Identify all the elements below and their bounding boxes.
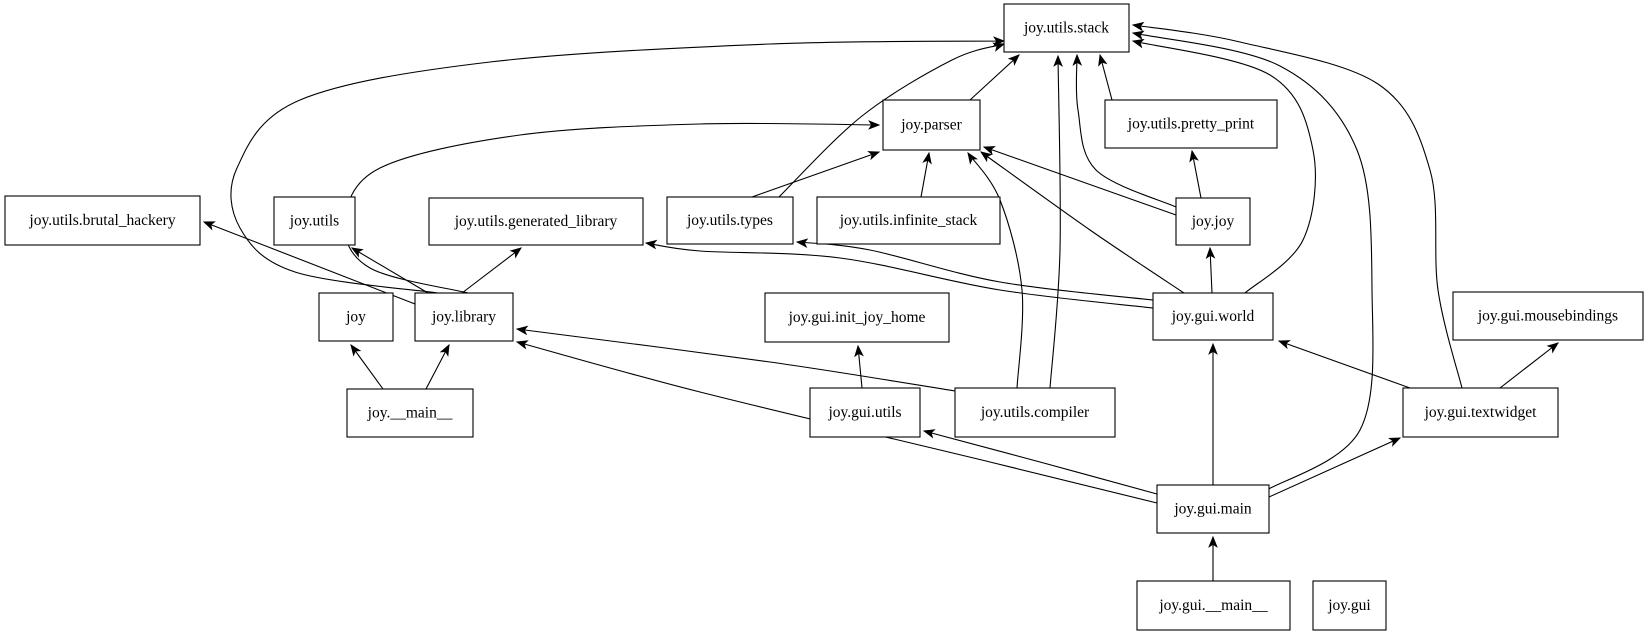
edge-joy-library-to-joy-utils <box>350 247 429 294</box>
edge-joy-utils-infinite-stack-to-joy-parser <box>920 151 932 198</box>
node-box-joy-utils-types <box>666 196 794 245</box>
edge-joy-gui-utils-to-joy-gui-init-joy-home <box>854 344 864 389</box>
node-label-joy-utils: joy.utils <box>289 213 339 230</box>
node-label-joy-utils-compiler: joy.utils.compiler <box>980 404 1090 421</box>
edge-joy-gui-textwidget-to-joy-gui-world <box>1277 340 1411 389</box>
edge-joy-gui-main-to-joy-gui-textwidget <box>1268 437 1402 498</box>
node-label-joy-main: joy.__main__ <box>367 405 453 422</box>
node-label-joy-gui-textwidget: joy.gui.textwidget <box>1424 404 1537 421</box>
node-box-joy-library <box>414 292 514 342</box>
node-box-joy-gui-textwidget <box>1402 387 1559 438</box>
node-box-joy-utils-infinite-stack <box>816 196 1001 245</box>
node-label-joy-parser: joy.parser <box>900 117 962 134</box>
node-box-joy-gui-main <box>1136 580 1291 631</box>
edge-joy-gui-main-to-joy-gui-utils <box>922 429 1158 495</box>
edge-joy-parser-to-joy-utils-stack <box>969 54 1020 101</box>
edge-joy-gui-main-to-joy-utils-stack <box>1131 30 1374 491</box>
node-label-joy-utils-pretty-print: joy.utils.pretty_print <box>1127 116 1255 133</box>
node-box-joy-gui-mousebindings <box>1452 291 1644 341</box>
edge-joy-utils-compiler-to-joy-utils-stack <box>1049 54 1063 389</box>
edge-joy-gui-world-to-joy-utils-types <box>795 238 1154 301</box>
node-box-joy <box>318 292 394 342</box>
node-joy-gui-init-joy-home: joy.gui.init_joy_home <box>764 292 950 343</box>
node-label-joy-utils-stack: joy.utils.stack <box>1023 20 1109 37</box>
node-label-joy-utils-brutal-hackery: joy.utils.brutal_hackery <box>28 212 175 229</box>
node-joy-gui-utils: joy.gui.utils <box>809 387 921 438</box>
edge-joy-joy-to-joy-utils-stack <box>1072 53 1177 208</box>
node-label-joy-library: joy.library <box>431 309 496 326</box>
node-label-joy: joy <box>345 309 366 326</box>
node-label-joy-joy: joy.joy <box>1191 213 1235 230</box>
edge-joy-gui-world-to-joy-joy <box>1205 246 1216 294</box>
node-box-joy-gui <box>1312 580 1387 631</box>
node-joy-main: joy.__main__ <box>346 388 474 438</box>
node-joy-gui-main: joy.gui.__main__ <box>1136 580 1291 631</box>
edge-joy-gui-world-to-joy-parser <box>980 151 1185 294</box>
node-label-joy-gui-utils: joy.gui.utils <box>827 404 901 421</box>
node-joy-gui: joy.gui <box>1312 580 1387 631</box>
node-box-joy-utils-pretty-print <box>1104 99 1278 149</box>
node-joy-gui-mousebindings: joy.gui.mousebindings <box>1452 291 1644 341</box>
edge-joy-gui-world-to-joy-utils-stack <box>1131 38 1316 294</box>
edge-joy-library-to-joy-utils-stack <box>230 36 1006 294</box>
edge-joy-gui-world-to-joy-utils-generated-library <box>644 239 1154 309</box>
node-joy-joy: joy.joy <box>1175 197 1251 246</box>
node-label-joy-utils-types: joy.utils.types <box>686 212 773 229</box>
edge-joy-utils-types-to-joy-parser <box>751 151 881 198</box>
node-box-joy-parser <box>882 99 981 151</box>
edges-layer <box>202 21 1559 581</box>
node-box-joy-gui-main <box>1156 484 1270 534</box>
edge-joy-library-to-joy-parser <box>344 120 881 294</box>
node-joy-gui-textwidget: joy.gui.textwidget <box>1402 387 1559 438</box>
node-box-joy-gui-utils <box>809 387 921 438</box>
edge-joy-gui-textwidget-to-joy-utils-stack <box>1131 21 1463 389</box>
edge-joy-utils-types-to-joy-utils-stack <box>778 42 1006 198</box>
node-joy-utils-infinite-stack: joy.utils.infinite_stack <box>816 196 1001 245</box>
node-joy-utils-stack: joy.utils.stack <box>1003 3 1130 53</box>
edge-joy-library-to-joy-utils-generated-library <box>461 247 522 294</box>
nodes-layer: joy.utils.stack joy.parser joy.utils.prett… <box>4 3 1644 631</box>
node-joy: joy <box>318 292 394 342</box>
edge-joy-joy-to-joy-utils-pretty-print <box>1189 149 1202 199</box>
edge-joy-joy-to-joy-parser <box>982 146 1177 216</box>
node-joy-parser: joy.parser <box>882 99 981 151</box>
node-box-joy-utils-compiler <box>954 387 1116 438</box>
node-joy-gui-world: joy.gui.world <box>1152 292 1274 341</box>
node-joy-utils-pretty-print: joy.utils.pretty_print <box>1104 99 1278 149</box>
node-label-joy-utils-generated-library: joy.utils.generated_library <box>454 213 618 230</box>
edge-joy-utils-compiler-to-joy-library <box>515 325 956 392</box>
edge-joy-gui-textwidget-to-joy-gui-mousebindings <box>1499 342 1559 389</box>
node-box-joy-gui-world <box>1152 292 1274 341</box>
node-joy-utils-compiler: joy.utils.compiler <box>954 387 1116 438</box>
node-label-joy-gui-mousebindings: joy.gui.mousebindings <box>1477 308 1618 325</box>
node-joy-utils-generated-library: joy.utils.generated_library <box>428 197 644 246</box>
node-label-joy-gui-init-joy-home: joy.gui.init_joy_home <box>788 309 926 326</box>
node-box-joy-utils <box>273 196 356 246</box>
node-joy-utils: joy.utils <box>273 196 356 246</box>
node-box-joy-utils-generated-library <box>428 197 644 246</box>
node-box-joy-utils-brutal-hackery <box>4 195 201 246</box>
node-box-joy-gui-init-joy-home <box>764 292 950 343</box>
edge-joy-library-to-joy-utils-brutal-hackery <box>202 221 416 305</box>
node-label-joy-gui-main: joy.gui.__main__ <box>1158 597 1268 614</box>
node-joy-gui-main: joy.gui.main <box>1156 484 1270 534</box>
edge-joy-utils-pretty-print-to-joy-utils-stack <box>1098 53 1113 101</box>
node-label-joy-utils-infinite-stack: joy.utils.infinite_stack <box>839 212 978 229</box>
edge-joy-main-to-joy <box>350 344 384 390</box>
node-label-joy-gui-world: joy.gui.world <box>1171 308 1255 325</box>
node-box-joy-main <box>346 388 474 438</box>
node-label-joy-gui-main: joy.gui.main <box>1173 501 1252 518</box>
node-box-joy-joy <box>1175 197 1251 246</box>
edge-joy-utils-compiler-to-joy-parser <box>967 151 1024 389</box>
node-joy-utils-brutal-hackery: joy.utils.brutal_hackery <box>4 195 201 246</box>
edge-joy-main-to-joy-library <box>425 343 450 390</box>
node-box-joy-utils-stack <box>1003 3 1130 53</box>
node-label-joy-gui: joy.gui <box>1327 597 1371 614</box>
node-joy-library: joy.library <box>414 292 514 342</box>
node-joy-utils-types: joy.utils.types <box>666 196 794 245</box>
